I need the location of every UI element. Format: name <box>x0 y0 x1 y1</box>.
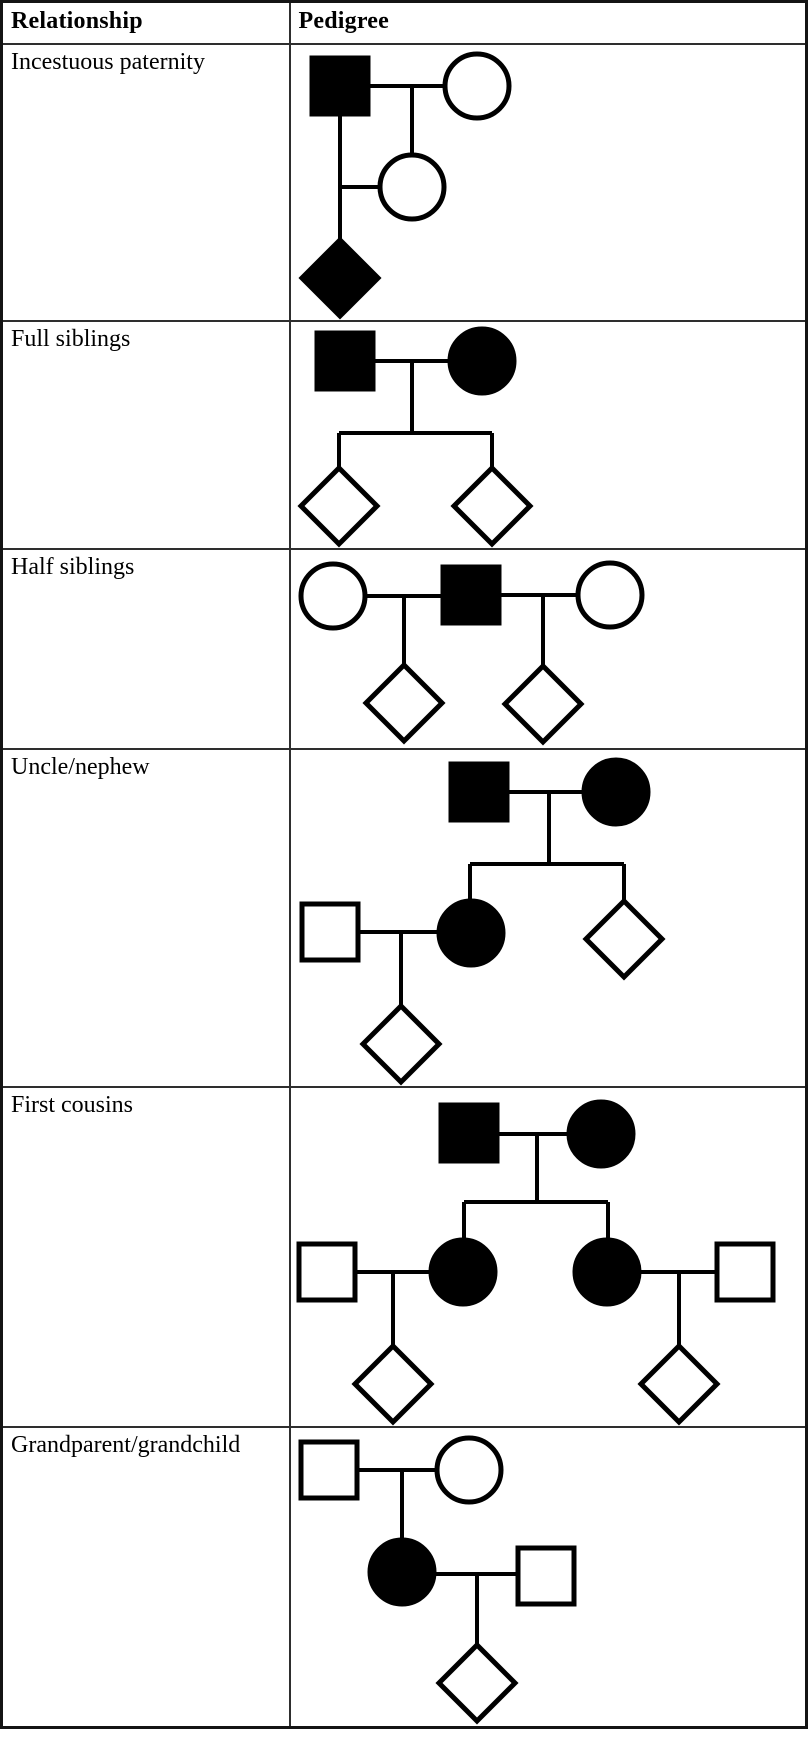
pedigree-grandparent-grandchild <box>298 1435 576 1725</box>
uncle-unknown-sex-node <box>581 897 666 981</box>
grandmother-female-affected-node <box>566 1099 635 1169</box>
sibling-right-unknown-sex-node <box>449 464 534 548</box>
table-row: Grandparent/grandchild <box>0 1426 808 1729</box>
mother-female-node <box>442 51 511 121</box>
cousin-left-unknown-sex-node <box>350 1342 435 1426</box>
table-row: Uncle/nephew <box>0 748 808 1088</box>
grandmother-female-affected-node <box>581 757 650 827</box>
header-pedigree: Pedigree <box>288 0 808 45</box>
pedigree-half-siblings <box>298 560 644 746</box>
father-male-node <box>299 901 360 963</box>
cousin-right-unknown-sex-node <box>636 1342 721 1426</box>
pedigree-cell <box>288 748 808 1088</box>
pedigree-full-siblings <box>296 326 534 548</box>
table-row: First cousins <box>0 1086 808 1428</box>
mother-female-affected-node <box>436 898 505 968</box>
mother-right-female-node <box>575 560 644 630</box>
grandmother-female-node <box>434 1435 503 1505</box>
pedigree-cell <box>288 1086 808 1428</box>
father-male-node <box>515 1545 576 1607</box>
pedigree-cell <box>288 1426 808 1729</box>
table-row: Full siblings <box>0 320 808 550</box>
sibling-left-unknown-sex-node <box>296 464 381 548</box>
pedigree-cell <box>288 43 808 322</box>
mother-female-affected-node <box>367 1537 436 1607</box>
pedigree-incestuous-paternity <box>297 51 511 320</box>
table-row: Incestuous paternity <box>0 43 808 322</box>
header-relationship: Relationship <box>0 0 291 45</box>
relationship-label: Grandparent/grandchild <box>0 1426 291 1729</box>
grandfather-male-affected-node <box>448 761 509 823</box>
daughter-female-node <box>377 152 446 222</box>
child-unknown-sex-affected-node <box>297 236 382 320</box>
father-male-affected-node <box>309 55 370 117</box>
shared-father-male-affected-node <box>440 564 501 626</box>
mother-right-female-affected-node <box>572 1237 641 1307</box>
nephew-unknown-sex-node <box>358 1002 443 1086</box>
spouse-right-male-node <box>714 1241 775 1303</box>
mother-left-female-node <box>298 561 367 631</box>
spouse-left-male-node <box>296 1241 357 1303</box>
table-row: Half siblings <box>0 548 808 750</box>
relationship-label: Full siblings <box>0 320 291 550</box>
father-male-affected-node <box>314 330 375 392</box>
relationship-label: Uncle/nephew <box>0 748 291 1088</box>
pedigree-uncle-nephew <box>299 757 666 1086</box>
relationship-label: First cousins <box>0 1086 291 1428</box>
grandfather-male-affected-node <box>438 1102 499 1164</box>
grandchild-unknown-sex-node <box>434 1641 519 1725</box>
relationship-label: Incestuous paternity <box>0 43 291 322</box>
pedigree-cell <box>288 548 808 750</box>
half-sib-right-unknown-sex-node <box>500 662 585 746</box>
pedigree-cell <box>288 320 808 550</box>
table-header: Relationship Pedigree <box>0 0 808 45</box>
grandfather-male-node <box>298 1439 359 1501</box>
header-row: Relationship Pedigree <box>0 0 808 45</box>
relationship-label: Half siblings <box>0 548 291 750</box>
half-sib-left-unknown-sex-node <box>361 661 446 745</box>
mother-female-affected-node <box>447 326 516 396</box>
mother-left-female-affected-node <box>428 1237 497 1307</box>
pedigree-first-cousins <box>296 1099 775 1426</box>
